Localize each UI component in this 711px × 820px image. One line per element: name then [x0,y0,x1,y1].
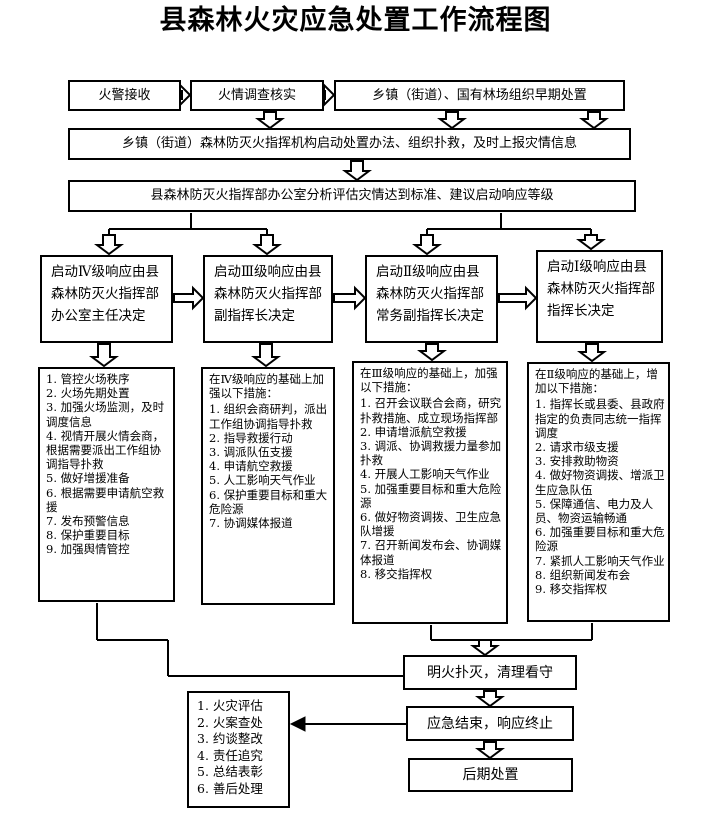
box-county-assessment: 县森林防灭火指挥部办公室分析评估灾情达到标准、建议启动响应等级 [68,180,636,212]
box-township-response: 乡镇（街道）森林防灭火指挥机构启动处置办法、组织扑救，及时上报灾情信息 [68,128,631,160]
measure-item: 8. 移交指挥权 [360,566,433,581]
down-arrow [475,741,505,760]
box-measures-level-1: 在Ⅱ级响应的基础上，增加以下措施： 1. 指挥长或县委、县政府指定的负责同志统一… [527,362,670,622]
box-measures-level-2: 在Ⅲ级响应的基础上，加强以下措施： 1. 召开会议联合会商，研究扑救措施、成立现… [352,361,508,624]
measure-item: 3. 调派、协调救援力量参加扑救 [360,439,502,468]
measure-item: 7. 协调媒体报道 [209,516,293,531]
aftermath-item: 6. 善后处理 [197,780,263,796]
down-arrow [412,234,442,256]
aftermath-item: 3. 约谈整改 [197,731,263,746]
measure-item: 8. 组织新闻发布会 [535,567,631,582]
aftermath-item: 5. 总结表彰 [197,764,263,779]
measure-item: 2. 指导救援行动 [209,430,293,445]
measure-item: 8. 保护重要目标 [46,528,130,543]
down-arrow [475,690,505,708]
down-arrow [417,343,447,362]
measures-intro: 在Ⅱ级响应的基础上，增加以下措施： [535,367,658,396]
down-arrow [437,111,467,130]
measure-item: 2. 请求市级支援 [535,440,619,455]
measure-item: 5. 做好增援准备 [46,471,130,486]
measure-item: 4. 申请航空救援 [209,459,293,474]
down-arrow [577,343,607,363]
aftermath-item: 1. 火灾评估 [197,698,263,713]
measure-item: 6. 保护重要目标和重大危险源 [209,487,328,516]
measure-item: 5. 人工影响天气作业 [209,473,316,488]
measure-item: 1. 管控火场秩序 [46,372,130,386]
measure-item: 7. 紧抓人工影响天气作业 [535,553,665,568]
measure-item: 4. 开展人工影响天气作业 [360,467,490,482]
down-arrow [94,234,124,256]
aftermath-item: 2. 火案查处 [197,714,263,730]
aftermath-item: 4. 责任追究 [197,747,263,763]
measure-item: 3. 加强火场监测，及时调度信息 [46,400,165,429]
right-arrow [498,285,538,311]
measure-item: 1. 指挥长或县委、县政府指定的负责同志统一指挥调度 [535,397,665,440]
right-arrow [179,82,192,108]
box-aftercare: 后期处置 [408,758,573,792]
measure-item: 6. 做好物资调拨、卫生应急队增援 [360,510,502,539]
measure-item: 7. 发布预警信息 [46,514,130,529]
down-arrow [470,639,500,657]
left-arrowhead [289,716,306,732]
box-level-2: 启动Ⅱ级响应由县森林防灭火指挥部常务副指挥长决定 [365,255,498,343]
measure-item: 3. 调派队伍支援 [209,445,293,460]
down-arrow [579,111,609,130]
measure-item: 3. 安排救助物资 [535,454,619,469]
box-level-3: 启动Ⅲ级响应由县森林防灭火指挥部副指挥长决定 [203,255,333,343]
measures-intro: 在Ⅲ级响应的基础上，加强以下措施： [360,366,498,395]
down-arrow [576,234,606,251]
measure-item: 5. 加强重要目标和重大危险源 [360,481,502,510]
right-arrow [173,285,205,311]
box-level-4: 启动Ⅳ级响应由县森林防灭火指挥部办公室主任决定 [40,255,173,343]
measure-item: 2. 火场先期处置 [46,386,130,401]
page-title: 县森林火灾应急处置工作流程图 [159,5,552,36]
down-arrow [89,343,119,368]
measures-items: 1. 管控火场秩序 2. 火场先期处置 3. 加强火场监测，及时调度信息 4. … [46,372,170,557]
measure-item: 1. 组织会商研判，派出工作组协调指导扑救 [209,402,328,431]
measure-item: 2. 申请增派航空救援 [360,424,467,439]
measure-item: 6. 根据需要申请航空救援 [46,485,165,514]
down-arrow [251,343,281,368]
box-aftermath-list: 1. 火灾评估 2. 火案查处 3. 约谈整改 4. 责任追究 5. 总结表彰 … [187,691,290,808]
measure-item: 7. 召开新闻发布会、协调媒体报道 [360,538,502,567]
box-measures-level-3: 在Ⅳ级响应的基础上加强以下措施： 1. 组织会商研判，派出工作组协调指导扑救 2… [201,367,335,605]
measure-item: 1. 召开会议联合会商，研究扑救措施、成立现场指挥部 [360,396,502,425]
measure-item: 4. 做好物资调拨、增派卫生应急队伍 [535,468,665,497]
measure-item: 5. 保障通信、电力及人员、物资运输畅通 [535,496,654,526]
measure-item: 9. 加强舆情管控 [46,542,130,557]
down-arrow [255,111,285,130]
box-response-end: 应急结束，响应终止 [406,706,574,741]
box-measures-level-4: 1. 管控火场秩序 2. 火场先期处置 3. 加强火场监测，及时调度信息 4. … [38,367,175,602]
box-fire-verification: 火情调查核实 [190,80,324,111]
measure-item: 4. 视情开展火情会商，根据需要派出工作组协调指导扑救 [46,428,165,472]
measure-item: 9. 移交指挥权 [535,582,608,597]
box-alarm-receive: 火警接收 [68,80,181,111]
down-arrow [342,160,372,182]
down-arrow [252,234,282,256]
box-level-1: 启动Ⅰ级响应由县森林防灭火指挥部指挥长决定 [536,250,663,343]
right-arrow [323,82,336,108]
measures-intro: 在Ⅳ级响应的基础上加强以下措施： [209,372,324,401]
right-arrow [333,285,367,311]
box-fire-extinguished: 明火扑灭，清理看守 [403,655,577,690]
box-early-response: 乡镇（街道）、国有林场组织早期处置 [334,80,625,111]
measure-item: 6. 加强重要目标和重大危险源 [535,525,665,554]
